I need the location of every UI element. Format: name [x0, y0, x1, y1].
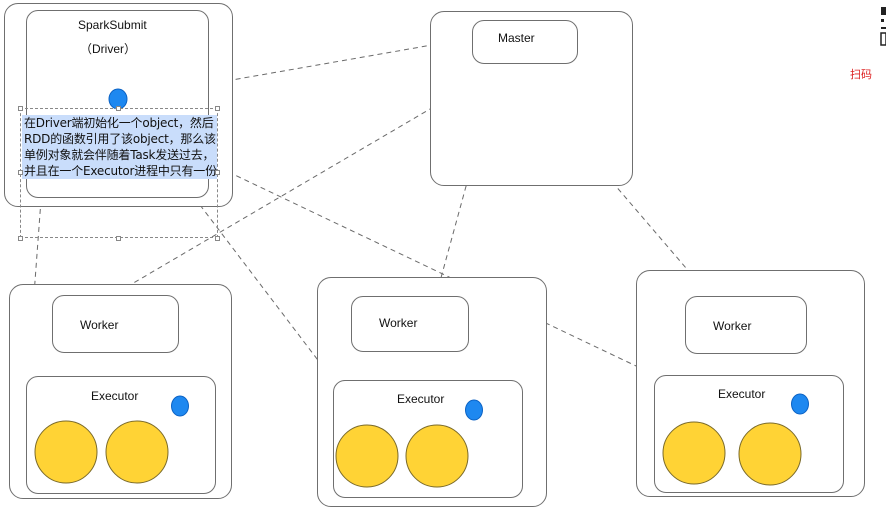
- resize-handle[interactable]: [215, 170, 220, 175]
- task-circle: [335, 424, 399, 488]
- resize-handle[interactable]: [18, 106, 23, 111]
- resize-handle[interactable]: [18, 236, 23, 241]
- resize-handle[interactable]: [116, 236, 121, 241]
- qr-code-icon: [880, 7, 886, 46]
- executor2-object-circle: [465, 399, 483, 421]
- task-circle: [662, 421, 726, 485]
- worker-node-3: [685, 296, 807, 354]
- worker-node-1: [52, 295, 179, 353]
- resize-handle[interactable]: [215, 106, 220, 111]
- executor-label-2: Executor: [397, 392, 445, 406]
- executor-label-1: Executor: [91, 389, 139, 403]
- resize-handle[interactable]: [116, 106, 121, 111]
- resize-handle[interactable]: [215, 236, 220, 241]
- task-circle: [105, 420, 169, 484]
- worker-label-2: Worker: [379, 316, 418, 330]
- task-circle: [34, 420, 98, 484]
- selection-frame: [20, 108, 218, 238]
- annotation-line: 单例对象就会伴随着Task发送过去，: [24, 148, 215, 162]
- annotation-line: 在Driver端初始化一个object，然后: [24, 116, 214, 130]
- driver-title: SparkSubmit: [78, 18, 147, 32]
- executor1-object-circle: [171, 395, 189, 417]
- annotation-line: RDD的函数引用了该object，那么该: [24, 132, 216, 146]
- master-label: Master: [498, 31, 535, 45]
- task-circle: [405, 424, 469, 488]
- annotation-note[interactable]: 在Driver端初始化一个object，然后 RDD的函数引用了该object，…: [22, 115, 217, 179]
- driver-executor2-link: [199, 204, 334, 381]
- master-worker1-link: [112, 74, 489, 296]
- worker-label-1: Worker: [80, 318, 119, 332]
- resize-handle[interactable]: [18, 170, 23, 175]
- master-node: [472, 20, 578, 64]
- task-circle: [738, 422, 802, 486]
- driver-subtitle: （Driver）: [80, 42, 136, 56]
- annotation-line: 并且在一个Executor进程中只有一份: [24, 164, 217, 178]
- executor3-object-circle: [791, 393, 809, 415]
- scan-code-text: 扫码: [850, 69, 872, 81]
- executor-label-3: Executor: [718, 387, 766, 401]
- worker-node-2: [351, 296, 469, 352]
- worker-label-3: Worker: [713, 319, 752, 333]
